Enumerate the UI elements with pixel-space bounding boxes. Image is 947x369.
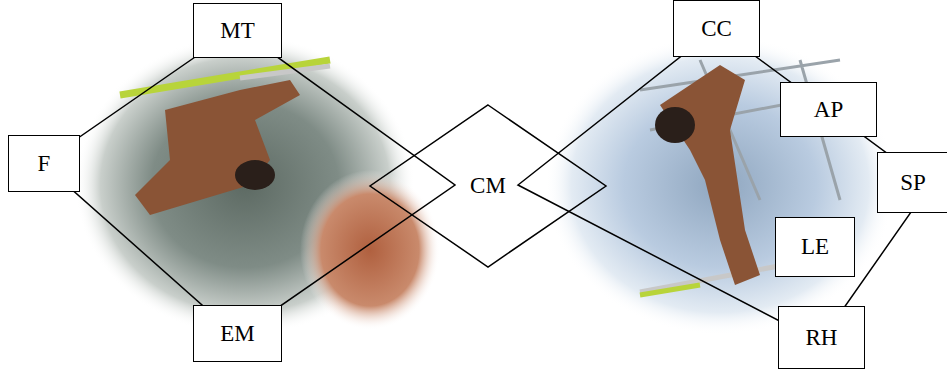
box-label: LE [801, 234, 829, 260]
label-box: F [8, 135, 80, 192]
box-label: EM [220, 321, 255, 347]
diamond-frame [518, 28, 930, 342]
photo-left [75, 35, 440, 335]
label-box: SP [877, 152, 947, 213]
box-label: RH [806, 325, 838, 351]
label-box: MT [193, 3, 282, 58]
box-label: SP [900, 170, 926, 196]
box-label: CC [701, 16, 732, 42]
box-label: CM [470, 173, 506, 199]
label-box: RH [778, 306, 865, 369]
label-box: LE [775, 217, 855, 277]
diamond-frame [42, 28, 455, 336]
box-label: F [38, 151, 51, 177]
label-box: EM [193, 305, 282, 362]
label-box: AP [780, 82, 877, 137]
box-label: AP [814, 97, 843, 123]
label-box: CC [673, 0, 760, 57]
decision-diamond: CM [370, 105, 606, 267]
diamond-shape [370, 105, 606, 267]
box-label: MT [220, 18, 255, 44]
